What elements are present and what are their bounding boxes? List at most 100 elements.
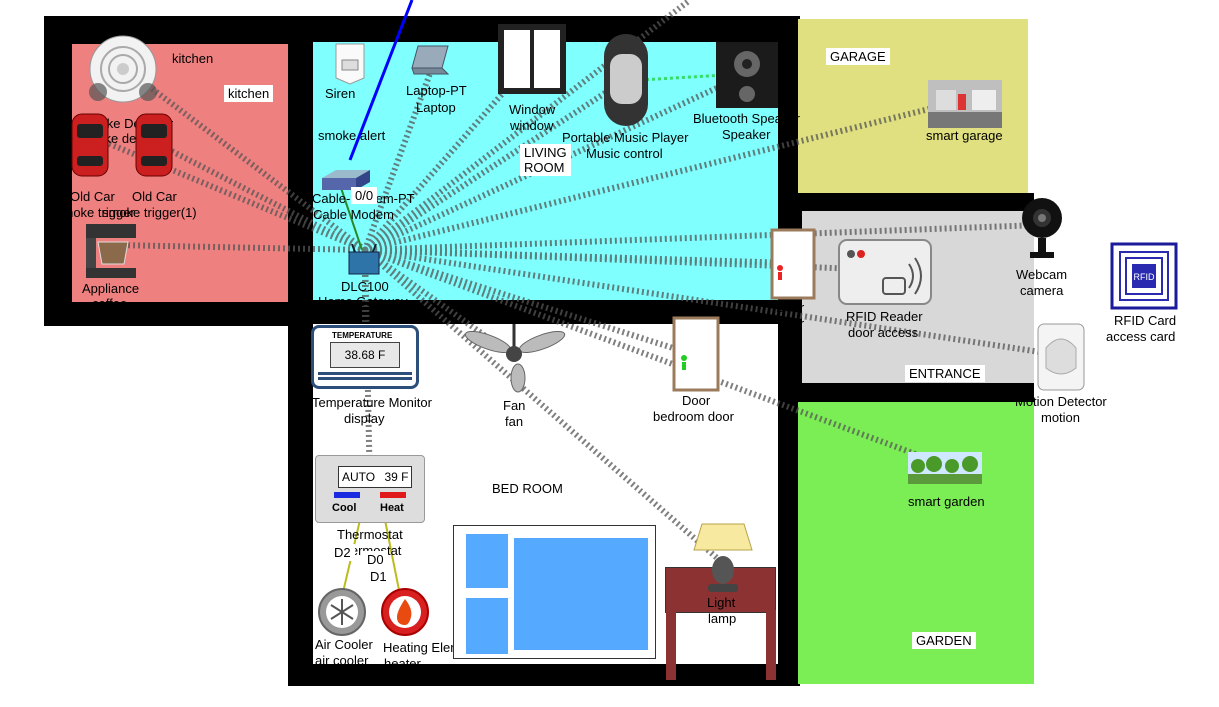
webcam[interactable]	[1020, 194, 1064, 264]
thermostat-mode: AUTO	[342, 470, 376, 484]
temperature-monitor[interactable]: TEMPERATURE 38.68 F	[311, 325, 419, 389]
air-cooler[interactable]	[317, 587, 367, 637]
fan-label: fan	[505, 414, 524, 429]
link-old-car-1	[148, 137, 367, 253]
motion-detector-label: motion	[1041, 410, 1081, 425]
entrance-door-label: door	[778, 316, 805, 331]
thermostat-name: Thermostat	[337, 527, 403, 542]
entrance-tag: ENTRANCE	[905, 365, 985, 382]
smart-garden-label: smart garden	[908, 494, 985, 509]
serial-link-siren	[348, 0, 414, 161]
window-icon	[498, 24, 566, 94]
smart-garden[interactable]	[908, 452, 982, 484]
bedroom-caption: BED ROOM	[492, 481, 563, 496]
port-label: 0/0	[351, 187, 378, 204]
port-d1: D1	[366, 568, 391, 585]
link-smart-garage	[364, 97, 966, 253]
lamp-label: lamp	[708, 611, 737, 626]
old-car-label: smoke trigger	[56, 205, 135, 220]
living-room-tag: LIVING ROOM	[520, 144, 571, 176]
music-player-name: Portable Music Player	[562, 130, 689, 145]
laptop[interactable]	[410, 44, 454, 80]
pillow	[466, 534, 508, 588]
cable-modem-link	[339, 184, 363, 251]
port-d0: D0	[363, 551, 388, 568]
thermostat-cool-button[interactable]: Cool	[332, 502, 357, 514]
snowflake-icon	[318, 588, 366, 636]
music-player-label: Music control	[586, 146, 663, 161]
old-car[interactable]	[68, 112, 112, 178]
garden-tag: GARDEN	[912, 632, 976, 649]
speaker-label: Speaker	[722, 127, 771, 142]
flame-icon	[381, 588, 429, 636]
ceiling-fan[interactable]	[458, 320, 570, 394]
laptop-icon	[411, 45, 450, 75]
appliance-coffee[interactable]	[84, 222, 138, 280]
bed	[453, 525, 656, 659]
gateway-name: DLC100	[341, 279, 389, 294]
temp-header: TEMPERATURE	[332, 331, 393, 340]
old-car-name: Old Car	[70, 189, 115, 204]
link-garden	[363, 247, 947, 468]
smoke-detector[interactable]	[88, 34, 158, 104]
motion-detector[interactable]	[1036, 322, 1086, 392]
window[interactable]	[496, 22, 568, 96]
smoke-detector-icon	[89, 35, 157, 103]
door-icon	[770, 228, 816, 300]
air-cooler-name: Air Cooler	[315, 637, 373, 652]
home-gateway[interactable]	[347, 244, 383, 276]
old-car-1[interactable]	[132, 112, 176, 178]
heating-element[interactable]	[380, 587, 430, 637]
rfid-reader-name: RFID Reader	[846, 309, 923, 324]
smart-garage[interactable]	[928, 80, 1002, 128]
thermostat[interactable]: AUTO 39 F Cool Heat	[315, 455, 425, 523]
thermostat-heat-button[interactable]: Heat	[380, 502, 404, 514]
garage-icon	[928, 80, 1002, 128]
temp-monitor-label: display	[344, 411, 385, 426]
siren[interactable]	[330, 40, 370, 86]
air-cooler-label: air cooler	[315, 653, 369, 668]
car-icon	[135, 113, 173, 177]
car-icon	[71, 113, 109, 177]
speaker-icon	[716, 42, 778, 108]
lamp[interactable]	[692, 522, 754, 596]
music-player-icon	[604, 34, 648, 126]
laptop-label: Laptop	[416, 100, 456, 115]
link-motion	[364, 247, 1061, 358]
gateway-label: Home Gateway	[318, 294, 408, 309]
speaker-name: Bluetooth Speaker	[693, 111, 800, 126]
night-table-leg	[666, 610, 676, 680]
music-player[interactable]	[602, 32, 650, 128]
temp-reading: 38.68 F	[330, 342, 400, 368]
rfid-card-icon: RFID	[1110, 242, 1178, 310]
rfid-card[interactable]: RFID	[1110, 242, 1178, 310]
siren-icon	[335, 43, 365, 85]
pillow	[466, 598, 508, 654]
entrance-door-name: Door	[776, 300, 805, 315]
window-name: Window	[509, 102, 556, 117]
thermostat-setpoint: 39 F	[384, 470, 409, 484]
blanket	[514, 538, 648, 650]
laptop-name: Laptop-PT	[406, 83, 467, 98]
webcam-name: Webcam	[1016, 267, 1068, 282]
siren-label: smoke alert	[318, 128, 386, 143]
appliance-label: coffee	[92, 296, 128, 311]
modem-icon	[322, 170, 370, 190]
appliance-name: Appliance	[82, 281, 140, 296]
rfid-reader-icon	[838, 239, 932, 305]
rfid-card-label: access card	[1106, 329, 1176, 344]
cable-modem-label: Cable Modem	[313, 207, 394, 222]
entrance-door[interactable]	[770, 228, 816, 300]
door-icon	[672, 316, 720, 392]
rfid-reader[interactable]	[837, 238, 933, 306]
webcam-label: camera	[1020, 283, 1064, 298]
link-music-player	[363, 77, 627, 253]
rfid-card-text: RFID	[1134, 272, 1155, 282]
port-d2: D2	[330, 544, 355, 561]
cable-modem[interactable]	[320, 168, 372, 192]
window-label: window	[510, 118, 554, 133]
rfid-card-name: RFID Card	[1114, 313, 1177, 328]
bluetooth-speaker[interactable]	[714, 40, 780, 110]
bedroom-door[interactable]	[672, 316, 720, 392]
gateway-icon	[348, 244, 380, 275]
